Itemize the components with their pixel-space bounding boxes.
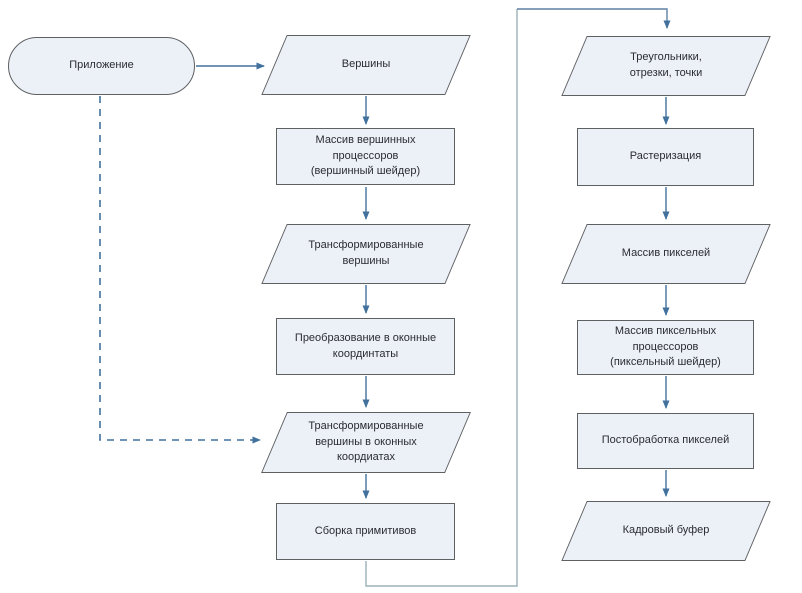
node-transformed-window-vertices: Трансформированные вершины в оконных коо…: [274, 412, 458, 473]
node-postprocessing: Постобработка пикселей: [577, 413, 754, 469]
node-triangles-segments-points: Треугольники, отрезки, точки: [574, 36, 758, 96]
node-vertices-label: Вершины: [341, 58, 391, 71]
edge-app-transformedwindow-dashed: [99, 96, 261, 444]
node-pixel-processors-label: Массив пиксельных процессоров (пиксельны…: [610, 324, 721, 369]
node-window-transform: Преобразование в оконные координтаты: [276, 318, 455, 375]
node-application: Приложение: [8, 37, 195, 95]
node-rasterization-label: Растеризация: [629, 150, 702, 163]
node-transformed-vertices: Трансформированные вершины: [274, 224, 458, 284]
node-pixel-array: Массив пикселей: [574, 224, 758, 284]
node-primitive-assembly-label: Сборка примитивов: [314, 524, 417, 537]
node-framebuffer: Кадровый буфер: [574, 501, 758, 561]
node-postprocessing-label: Постобработка пикселей: [601, 434, 730, 447]
node-window-transform-label: Преобразование в оконные координтаты: [294, 331, 437, 360]
node-vertex-processors-label: Массив вершинных процессоров (вершинный …: [310, 133, 421, 178]
node-application-label: Приложение: [69, 59, 134, 72]
edge-assembly-return: [365, 9, 518, 587]
node-pixel-processors: Массив пиксельных процессоров (пиксельны…: [577, 320, 754, 375]
node-primitive-assembly: Сборка примитивов: [276, 503, 455, 560]
node-triangles-segments-points-label: Треугольники, отрезки, точки: [629, 51, 703, 79]
node-vertex-processors: Массив вершинных процессоров (вершинный …: [276, 128, 455, 185]
edge-return-triangles: [517, 8, 671, 29]
node-pixel-array-label: Массив пикселей: [621, 247, 711, 260]
node-transformed-window-vertices-label: Трансформированные вершины в оконных коо…: [308, 419, 424, 464]
node-vertices: Вершины: [274, 35, 458, 95]
node-framebuffer-label: Кадровый буфер: [622, 524, 710, 537]
node-rasterization: Растеризация: [577, 128, 754, 186]
node-transformed-vertices-label: Трансформированные вершины: [308, 239, 424, 267]
